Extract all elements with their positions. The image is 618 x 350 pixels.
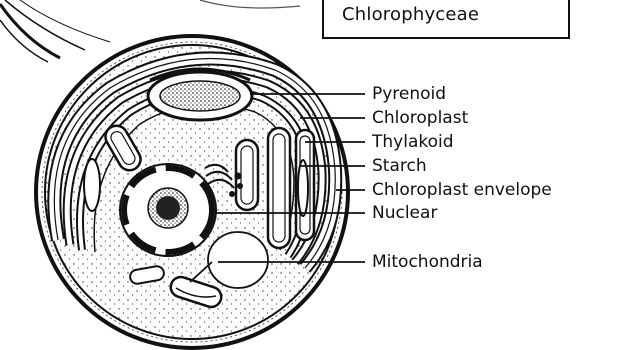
- diagram-title: Chlorophyceae: [342, 4, 479, 25]
- label-chloroplast-envelope: Chloroplast envelope: [372, 180, 552, 200]
- label-starch: Starch: [372, 156, 427, 176]
- neighbor-cell-fragment: [0, 0, 110, 62]
- neighbor-cell-edge: [200, 0, 300, 8]
- title-box: Chlorophyceae: [322, 0, 570, 39]
- label-nuclear: Nuclear: [372, 203, 437, 223]
- label-thylakoid: Thylakoid: [372, 132, 454, 152]
- label-mitochondria: Mitochondria: [372, 252, 483, 272]
- vacuole: [208, 232, 268, 288]
- label-pyrenoid: Pyrenoid: [372, 84, 446, 104]
- nucleus: [120, 164, 216, 256]
- label-chloroplast: Chloroplast: [372, 108, 468, 128]
